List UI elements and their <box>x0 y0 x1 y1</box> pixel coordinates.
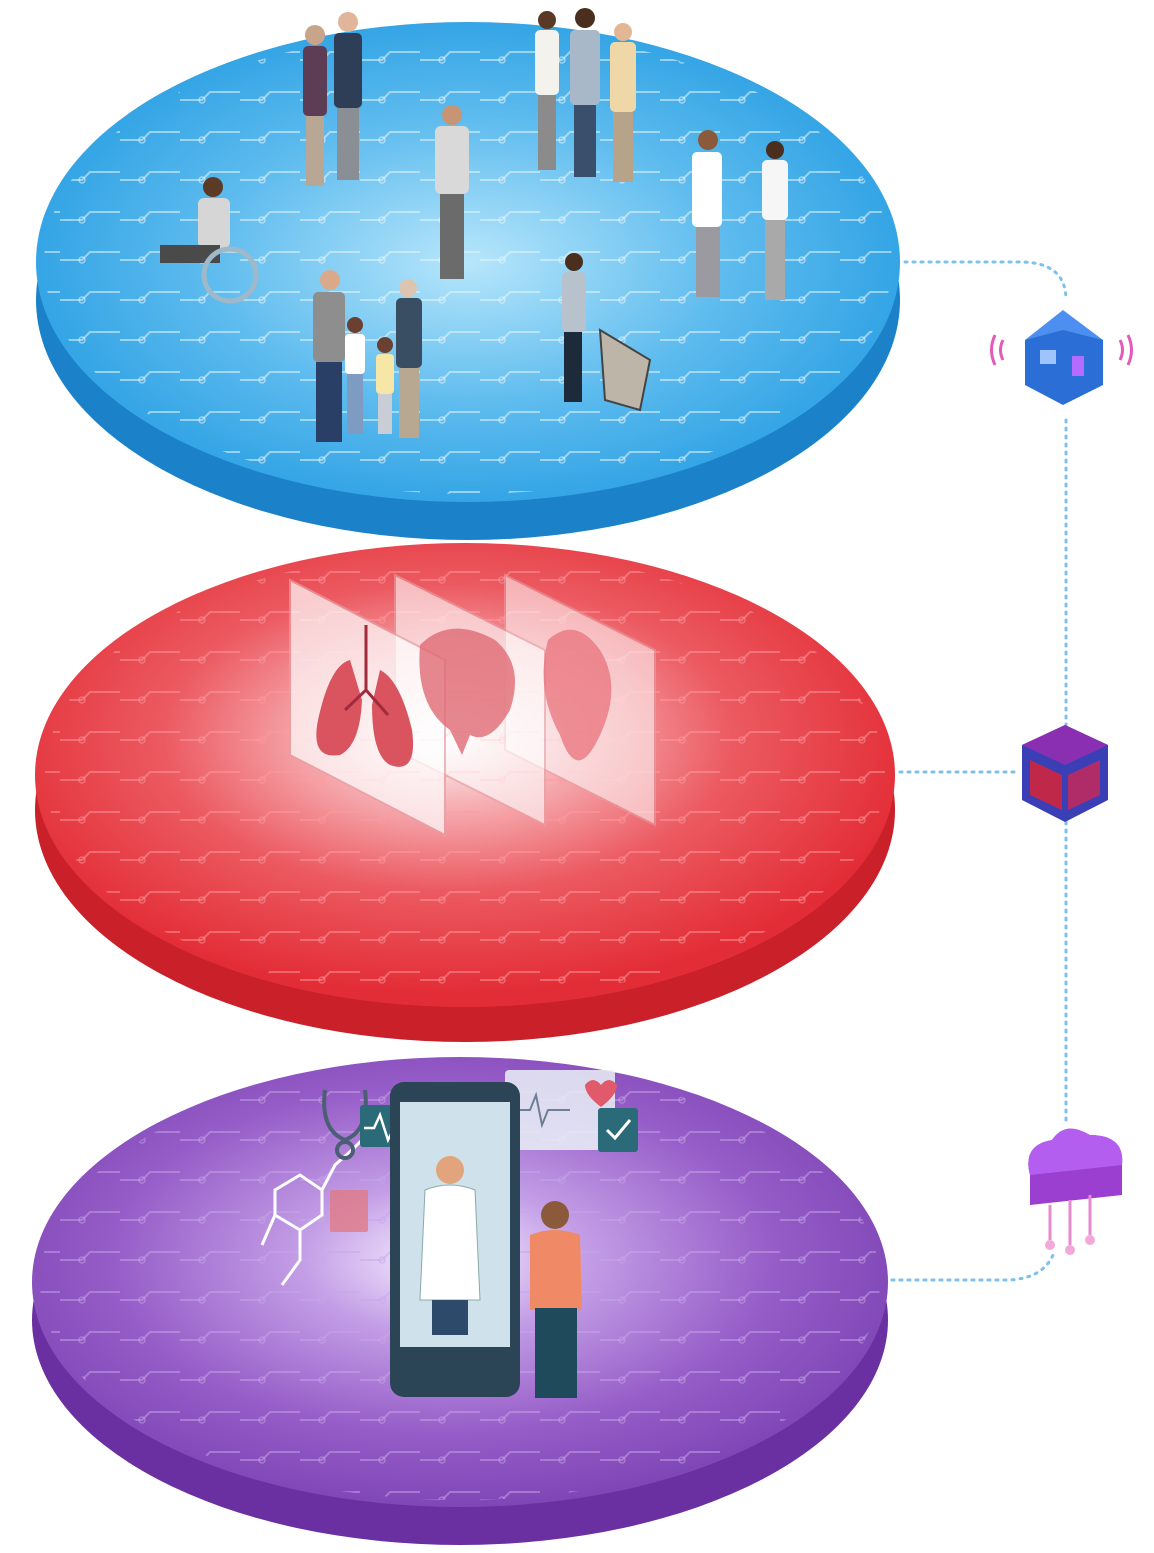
lungs-organ-icon <box>316 625 414 767</box>
connector-bottom <box>890 1248 1057 1282</box>
population-layer <box>36 8 900 540</box>
people-group-family <box>313 270 422 442</box>
check-badge <box>598 1108 638 1152</box>
wheelchair-wheel <box>201 246 259 304</box>
patient-shirt <box>530 1230 582 1310</box>
patient-head <box>541 1201 569 1229</box>
molecule-icon <box>260 1130 372 1286</box>
doctor-coat <box>419 1184 481 1301</box>
document-badge <box>330 1190 368 1232</box>
doctor-legs <box>432 1300 468 1335</box>
people-group-conversation <box>692 130 788 300</box>
heart-organ-icon <box>543 629 612 761</box>
clinical-layer <box>35 543 895 1042</box>
connector-top <box>903 260 1068 302</box>
population-layer-circuit <box>44 30 892 494</box>
lungs-panel <box>289 578 446 837</box>
people-group-trio-right <box>535 8 636 182</box>
organ-panels <box>289 573 656 837</box>
person-wheelchair <box>160 177 259 304</box>
smart-home-chip-icon <box>990 310 1133 405</box>
check-icon <box>605 1119 632 1141</box>
heart-icon <box>585 1080 617 1107</box>
patient-legs <box>535 1308 577 1398</box>
person-stroller <box>562 253 652 412</box>
doctor-head <box>436 1156 464 1184</box>
stroller <box>598 328 652 412</box>
people-group-couple-left <box>303 12 362 186</box>
ecg-line <box>512 1091 570 1129</box>
digital-care-layer <box>32 1057 888 1545</box>
person-walking-bag <box>435 105 469 279</box>
brain-organ-icon <box>419 628 515 755</box>
secure-data-cube-icon <box>1022 725 1108 822</box>
connector-lines <box>890 260 1068 1282</box>
cloud-upload-icon <box>1028 1128 1123 1255</box>
